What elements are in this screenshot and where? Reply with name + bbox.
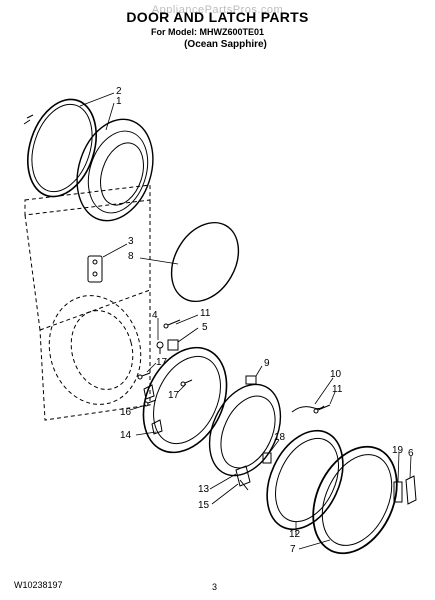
model-variant: (Ocean Sapphire): [184, 39, 267, 50]
part-15-handle: [235, 465, 251, 491]
part-11-screw: [163, 319, 181, 329]
callout-13: 13: [198, 484, 210, 495]
part-9-bracket: [245, 375, 257, 385]
part-10-spring: [291, 405, 325, 413]
callout-4: 4: [152, 310, 158, 321]
callout-6: 6: [408, 448, 414, 459]
part-13-inner-glass: [208, 383, 282, 477]
model-line: For Model: MHWZ600TE01: [150, 27, 264, 37]
leader-lines: [79, 92, 412, 550]
part-3-latch: [87, 255, 103, 283]
part-14-inner-door: [142, 346, 228, 454]
part-11-screw-right: [313, 404, 331, 414]
callout-1: 1: [116, 96, 122, 107]
part-5-hinge-pin: [167, 339, 179, 351]
part-6-handle: [405, 475, 417, 505]
page-title: DOOR AND LATCH PARTS: [126, 9, 309, 25]
callout-9: 9: [264, 358, 270, 369]
part-8-door-glass: [170, 221, 240, 303]
callout-18: 18: [274, 432, 286, 443]
callout-8: 8: [128, 251, 134, 262]
callout-labels: 2 1 3 8 4 11 5 17 9 17 10 11 16 14 18 19…: [116, 86, 414, 555]
callout-10: 10: [330, 369, 342, 380]
part-1-door-boot: [76, 118, 154, 222]
front-panel-outline: [24, 184, 151, 421]
part-16-screw: [143, 399, 157, 407]
callout-15: 15: [198, 500, 210, 511]
callout-19: 19: [392, 445, 404, 456]
part-17-screw-a: [137, 372, 151, 380]
callout-2: 2: [116, 86, 122, 97]
callout-3: 3: [128, 236, 134, 247]
callout-12: 12: [289, 529, 301, 540]
part-4-screw: [156, 341, 164, 354]
part-12-outer-door: [266, 429, 344, 531]
callout-17: 17: [156, 357, 168, 368]
callout-17: 17: [168, 390, 180, 401]
callout-11: 11: [332, 384, 343, 395]
callout-16: 16: [120, 407, 132, 418]
document-number: W10238197: [14, 580, 63, 590]
callout-5: 5: [202, 322, 208, 333]
watermark: AppliancePartsPros.com: [151, 4, 284, 16]
callout-11: 11: [200, 308, 211, 319]
part-18-clip: [262, 452, 272, 464]
callout-7: 7: [290, 544, 296, 555]
callout-14: 14: [120, 430, 132, 441]
part-7-outer-ring: [312, 445, 398, 555]
part-17-screw-b: [180, 379, 193, 387]
part-2-clamp-ring: [23, 98, 97, 198]
page-number: 3: [212, 582, 218, 592]
